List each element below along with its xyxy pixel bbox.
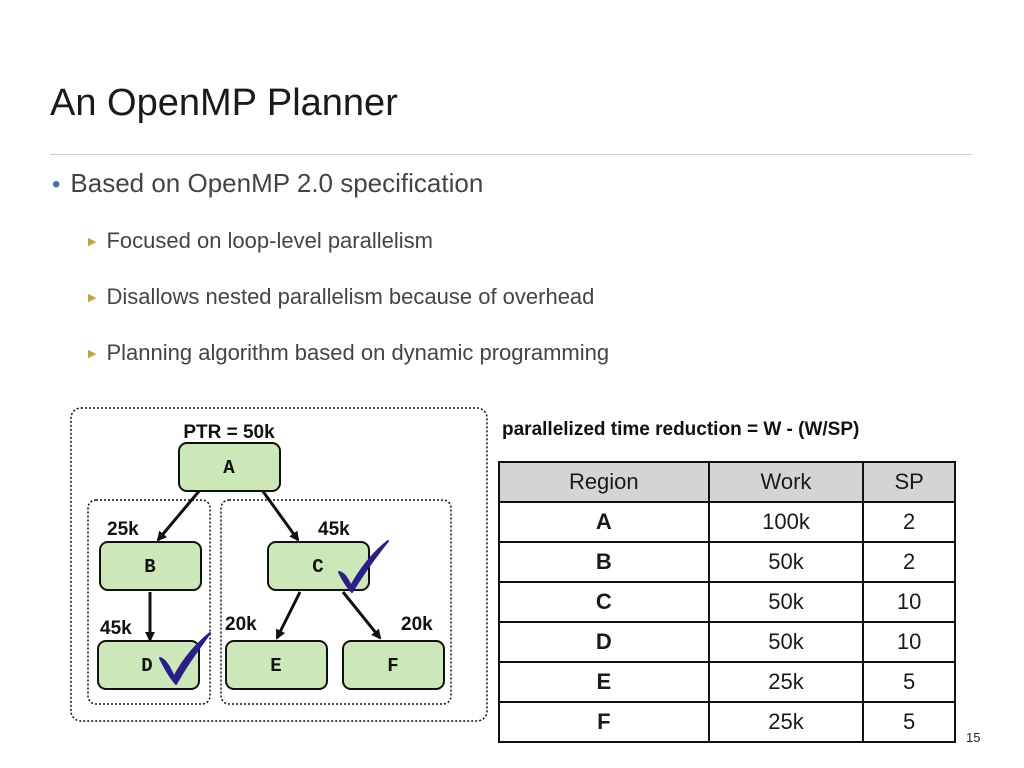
bullet-text: Based on OpenMP 2.0 specification (70, 168, 484, 198)
group-box-all (70, 407, 488, 722)
checkmark-d-icon (159, 632, 211, 685)
cell-region: F (498, 701, 710, 743)
table-row: C 50k 10 (498, 581, 956, 623)
node-b-label: B (144, 556, 155, 578)
edge-label-a-c: 45k (318, 519, 350, 540)
node-c-label: C (312, 556, 323, 578)
checkmark-c-icon (338, 540, 389, 593)
sub-bullet: ▶ Planning algorithm based on dynamic pr… (88, 340, 609, 366)
cell-work: 50k (707, 581, 865, 623)
bullet-dot-icon: • (52, 171, 61, 198)
triangle-bullet-icon: ▶ (88, 236, 97, 248)
cell-sp: 5 (862, 701, 956, 743)
sub-bullet-text: Disallows nested parallelism because of … (106, 284, 595, 309)
node-a: A (178, 442, 281, 492)
cell-work: 25k (707, 701, 865, 743)
node-f-label: F (387, 655, 398, 677)
cell-sp: 10 (862, 621, 956, 663)
table-row: D 50k 10 (498, 621, 956, 663)
edge-label-c-e: 20k (225, 614, 257, 635)
cell-sp: 10 (862, 581, 956, 623)
edge-c-f (341, 591, 382, 640)
triangle-bullet-icon: ▶ (88, 292, 97, 304)
time-reduction-formula: parallelized time reduction = W - (W/SP) (502, 419, 860, 440)
edge-label-c-f: 20k (401, 614, 433, 635)
table-row: A 100k 2 (498, 501, 956, 543)
cell-region: B (498, 541, 710, 583)
edge-a-b (156, 489, 202, 542)
cell-region: D (498, 621, 710, 663)
cell-sp: 2 (862, 541, 956, 583)
cell-work: 50k (707, 541, 865, 583)
cell-work: 100k (707, 501, 865, 543)
bullet-level1: • Based on OpenMP 2.0 specification (52, 168, 483, 199)
cell-work: 25k (707, 661, 865, 703)
node-e: E (225, 640, 328, 690)
ptr-label: PTR = 50k (183, 422, 275, 443)
table-row: F 25k 5 (498, 701, 956, 743)
table-row: B 50k 2 (498, 541, 956, 583)
edge-c-e (275, 591, 302, 640)
title-divider (50, 154, 972, 155)
header-sp: SP (862, 461, 956, 503)
cell-region: E (498, 661, 710, 703)
edge-label-b-d: 45k (100, 618, 132, 639)
node-d-label: D (141, 655, 152, 677)
sub-bullet-text: Focused on loop-level parallelism (106, 228, 433, 253)
cell-region: C (498, 581, 710, 623)
node-f: F (342, 640, 445, 690)
table-row: E 25k 5 (498, 661, 956, 703)
header-work: Work (707, 461, 865, 503)
cell-sp: 5 (862, 661, 956, 703)
sub-bullet: ▶ Focused on loop-level parallelism (88, 228, 433, 254)
cell-sp: 2 (862, 501, 956, 543)
sub-bullet: ▶ Disallows nested parallelism because o… (88, 284, 594, 310)
region-table: Region Work SP A 100k 2 B 50k 2 C 50k 10… (498, 461, 956, 743)
node-b: B (99, 541, 202, 591)
edge-label-a-b: 25k (107, 519, 139, 540)
page-number: 15 (966, 730, 981, 745)
sub-bullet-text: Planning algorithm based on dynamic prog… (106, 340, 610, 365)
edge-a-c (260, 489, 300, 542)
group-box-c-e-f (220, 499, 452, 705)
table-header-row: Region Work SP (498, 461, 956, 503)
node-e-label: E (270, 655, 281, 677)
cell-region: A (498, 501, 710, 543)
cell-work: 50k (707, 621, 865, 663)
header-region: Region (498, 461, 710, 503)
triangle-bullet-icon: ▶ (88, 348, 97, 360)
node-a-label: A (223, 457, 235, 479)
group-box-b-d (87, 499, 211, 705)
slide-title: An OpenMP Planner (50, 82, 398, 124)
